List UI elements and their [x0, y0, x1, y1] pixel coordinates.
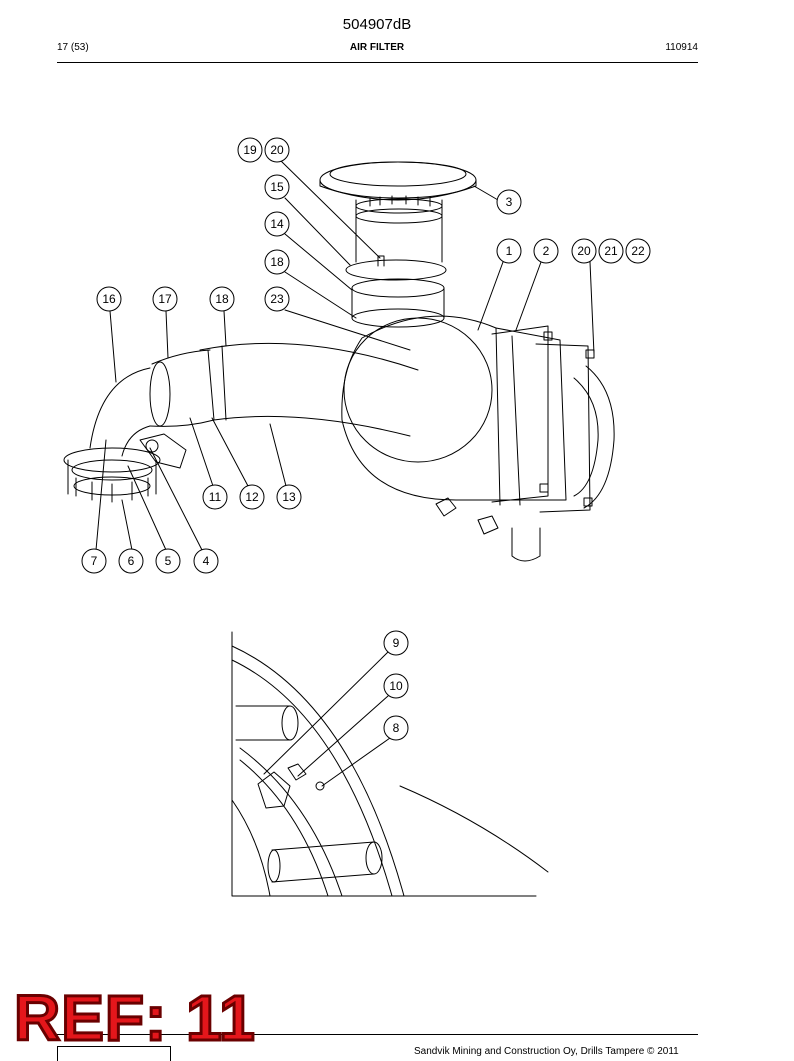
callout-label: 10 — [389, 679, 403, 693]
footer-copyright: Sandvik Mining and Construction Oy, Dril… — [414, 1046, 679, 1057]
callout-label: 12 — [245, 490, 259, 504]
callout-label: 18 — [215, 292, 229, 306]
air-filter-assembly — [63, 161, 615, 562]
header-rule — [57, 62, 698, 63]
callout-bubble — [264, 174, 290, 200]
callout-bubbles — [81, 137, 651, 741]
callout-bubble — [96, 286, 122, 312]
callout-bubble — [571, 238, 597, 264]
callout-bubble — [383, 673, 409, 699]
callout-label: 17 — [158, 292, 172, 306]
detail-view — [231, 631, 549, 897]
callout-label: 20 — [270, 143, 284, 157]
footer-rule — [57, 1034, 698, 1035]
callout-label: 9 — [393, 636, 400, 650]
callout-label: 3 — [506, 195, 513, 209]
callout-label: 23 — [270, 292, 284, 306]
callout-leaders — [95, 159, 595, 787]
callout-bubble — [152, 286, 178, 312]
callout-label: 2 — [543, 244, 550, 258]
page-info: 17 (53) — [57, 42, 89, 53]
callout-bubble — [264, 286, 290, 312]
callout-bubble — [264, 249, 290, 275]
callout-label: 16 — [102, 292, 116, 306]
reference-stamp: REF: 11 — [13, 982, 257, 1054]
callout-label: 5 — [165, 554, 172, 568]
callout-bubble — [193, 548, 219, 574]
document-number: 504907dB — [342, 16, 412, 33]
callout-label: 1 — [506, 244, 513, 258]
callout-bubble — [383, 715, 409, 741]
callout-bubble — [237, 137, 263, 163]
callout-bubble — [239, 484, 265, 510]
callout-bubble — [155, 548, 181, 574]
callout-label: 15 — [270, 180, 284, 194]
callout-label: 11 — [209, 490, 222, 504]
callout-label: 18 — [270, 255, 284, 269]
callout-label: 8 — [393, 721, 400, 735]
callout-bubble — [264, 137, 290, 163]
callout-label: 13 — [282, 490, 296, 504]
callout-bubble — [209, 286, 235, 312]
callout-label: 4 — [203, 554, 210, 568]
callout-labels: 19 20 15 3 14 1 2 20 21 22 18 16 17 18 2… — [91, 143, 645, 735]
date-code: 110914 — [665, 42, 698, 53]
callout-bubble — [496, 238, 522, 264]
callout-bubble — [202, 484, 228, 510]
callout-label: 20 — [577, 244, 591, 258]
callout-label: 7 — [91, 554, 98, 568]
callout-bubble — [625, 238, 651, 264]
callout-bubble — [264, 211, 290, 237]
callout-label: 19 — [243, 143, 257, 157]
callout-label: 6 — [128, 554, 135, 568]
callout-bubble — [383, 630, 409, 656]
callout-bubble — [276, 484, 302, 510]
callout-bubble — [533, 238, 559, 264]
callout-bubble — [118, 548, 144, 574]
callout-label: 14 — [270, 217, 284, 231]
section-title: AIR FILTER — [349, 42, 405, 53]
callout-bubble — [598, 238, 624, 264]
callout-label: 21 — [604, 244, 618, 258]
callout-label: 22 — [631, 244, 645, 258]
callout-bubble — [81, 548, 107, 574]
callout-bubble — [496, 189, 522, 215]
